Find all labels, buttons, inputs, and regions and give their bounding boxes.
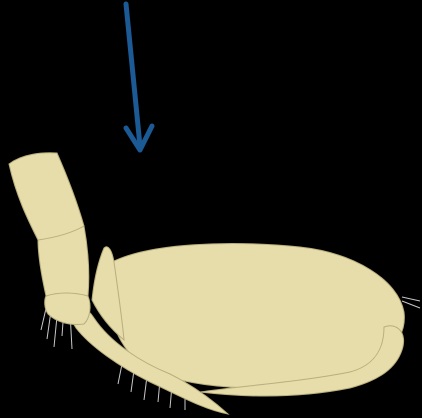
antenna-distal-segment	[9, 153, 84, 240]
seta	[402, 297, 420, 301]
basal-segment	[45, 292, 90, 325]
arrow-shaft	[126, 4, 140, 146]
seta	[118, 364, 122, 384]
arrow-indicator	[126, 4, 152, 150]
seta	[402, 301, 420, 308]
